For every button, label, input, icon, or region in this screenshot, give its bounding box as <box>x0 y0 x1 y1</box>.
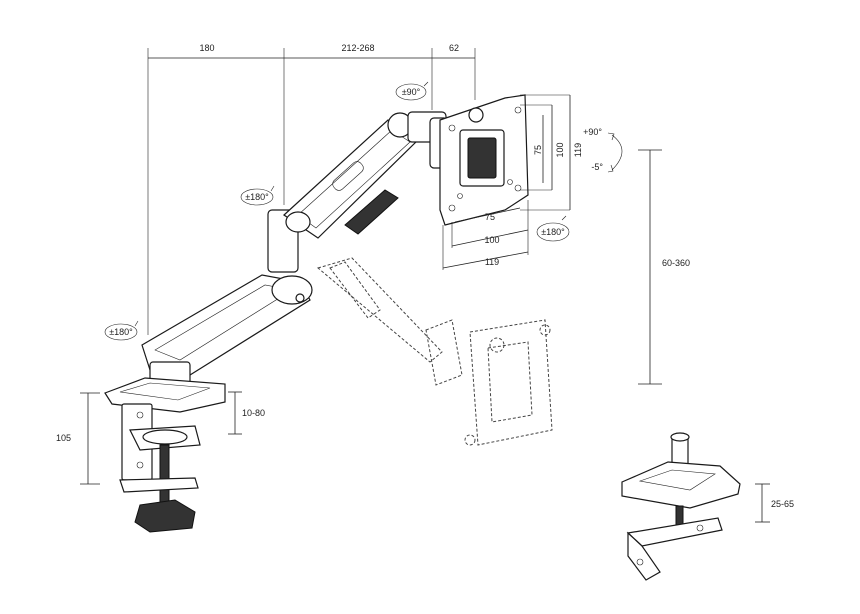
svg-text:±180°: ±180° <box>541 227 565 237</box>
svg-text:±180°: ±180° <box>245 192 269 202</box>
grommet-mount <box>621 432 741 581</box>
rotation-badge-plate: ±180° <box>536 215 570 242</box>
dimension-100-vertical: 100 <box>555 142 565 157</box>
dimension-75-horizontal: 75 <box>485 212 495 222</box>
tilt-up-label: +90° <box>583 127 602 137</box>
tilt-down-label: -5° <box>591 162 603 172</box>
dimension-10-80: 10-80 <box>242 408 265 418</box>
dimension-180: 180 <box>199 43 214 53</box>
dimension-119-horizontal: 119 <box>485 257 499 267</box>
svg-text:±90°: ±90° <box>402 87 421 97</box>
dimension-62: 62 <box>449 43 459 53</box>
dimension-25-65: 25-65 <box>771 499 794 509</box>
dimension-100-horizontal: 100 <box>484 235 499 245</box>
rotation-badge-elbow: ±180° <box>240 185 275 206</box>
vesa-plate <box>439 94 529 226</box>
dimension-75-vertical: 75 <box>533 145 543 155</box>
top-dimension-lines <box>147 48 476 335</box>
dimension-212-268: 212-268 <box>341 43 374 53</box>
clamp-dimensions <box>80 391 242 485</box>
height-dimension <box>638 149 662 385</box>
desk-clamp <box>104 377 226 533</box>
rotation-badge-base: ±180° <box>104 320 139 341</box>
vesa-vertical-dims <box>520 94 571 211</box>
dimension-105: 105 <box>56 433 71 443</box>
upper-arm <box>267 112 421 273</box>
ghost-arm-lowered <box>316 257 553 446</box>
lower-arm <box>141 274 313 385</box>
vesa-horizontal-dims <box>442 200 529 270</box>
tilt-indicator <box>607 132 623 173</box>
dimension-119-vertical: 119 <box>573 143 583 157</box>
dimension-60-360: 60-360 <box>662 258 690 268</box>
rotation-badge-swivel-top: ±90° <box>395 81 429 101</box>
svg-text:±180°: ±180° <box>109 327 133 337</box>
grommet-dimension <box>755 483 770 523</box>
